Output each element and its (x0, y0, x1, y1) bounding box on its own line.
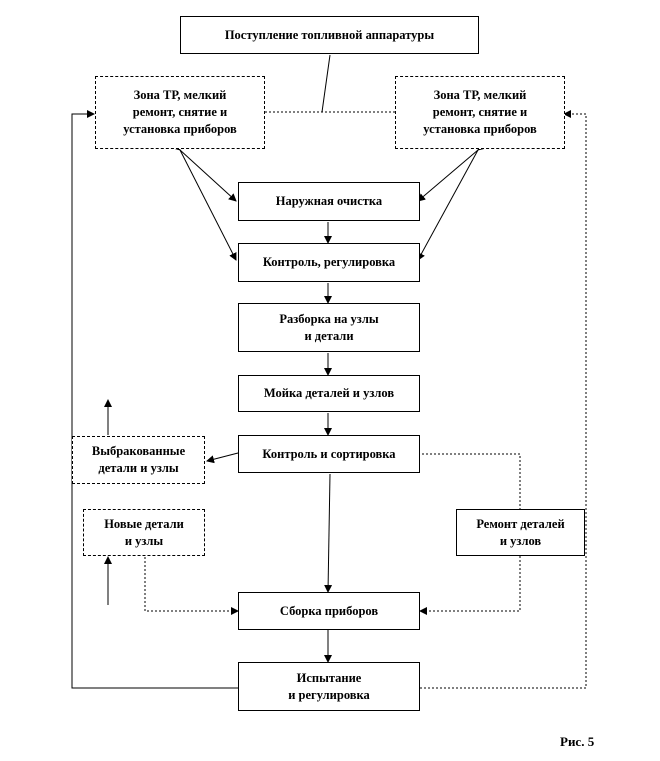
testing-to-zone-left-arrow (71, 110, 238, 689)
washing-box: Мойка деталей и узлов (238, 375, 420, 412)
washing-label: Мойка деталей и узлов (263, 386, 395, 401)
cleaning-box: Наружная очистка (238, 182, 420, 221)
rejected-label: Выбракованные детали и узлы (91, 444, 186, 475)
testing-label: Испытание и регулировка (288, 670, 370, 702)
sorting-to-rejected-arrow (206, 452, 239, 464)
cleaning-label: Наружная очистка (275, 194, 383, 209)
repair-to-assembly-arrow (419, 556, 521, 615)
zone-left-label: Зона ТР, мелкий ремонт, снятие и установ… (123, 88, 237, 136)
zone-right-to-cleaning-arrow (417, 142, 486, 202)
new-parts-box: Новые детали и узлы (83, 509, 205, 556)
zone-left-to-cleaning-arrow (172, 142, 237, 202)
sorting-to-repair-line (418, 453, 521, 510)
zone-right-label: Зона ТР, мелкий ремонт, снятие и установ… (423, 88, 537, 136)
assembly-box: Сборка приборов (238, 592, 420, 630)
intake-box: Поступление топливной аппаратуры (180, 16, 479, 54)
zone-left-to-control-arrow (179, 149, 237, 261)
testing-box: Испытание и регулировка (238, 662, 420, 711)
zone-right-box: Зона ТР, мелкий ремонт, снятие и установ… (395, 76, 565, 149)
intake-to-zones-line (321, 54, 331, 113)
intake-label: Поступление топливной аппаратуры (224, 27, 435, 42)
disassembly-label: Разборка на узлы и детали (279, 311, 379, 343)
new-parts-to-assembly-arrow (144, 557, 239, 615)
control-adjust-label: Контроль, регулировка (262, 255, 396, 270)
sorting-label: Контроль и сортировка (262, 446, 396, 461)
disassembly-box: Разборка на узлы и детали (238, 303, 420, 352)
rejected-box: Выбракованные детали и узлы (72, 436, 205, 484)
repair-box: Ремонт деталей и узлов (456, 509, 585, 556)
testing-to-zone-right-arrow (420, 110, 587, 689)
sorting-box: Контроль и сортировка (238, 435, 420, 473)
new-parts-label: Новые детали и узлы (104, 516, 184, 548)
zone-left-box: Зона ТР, мелкий ремонт, снятие и установ… (95, 76, 265, 149)
assembly-label: Сборка приборов (279, 603, 379, 618)
control-adjust-box: Контроль, регулировка (238, 243, 420, 282)
repair-label: Ремонт деталей и узлов (476, 516, 565, 548)
sorting-to-assembly-arrow (324, 473, 333, 593)
zone-right-to-control-arrow (417, 149, 479, 261)
figure-caption: Рис. 5 (560, 734, 595, 749)
